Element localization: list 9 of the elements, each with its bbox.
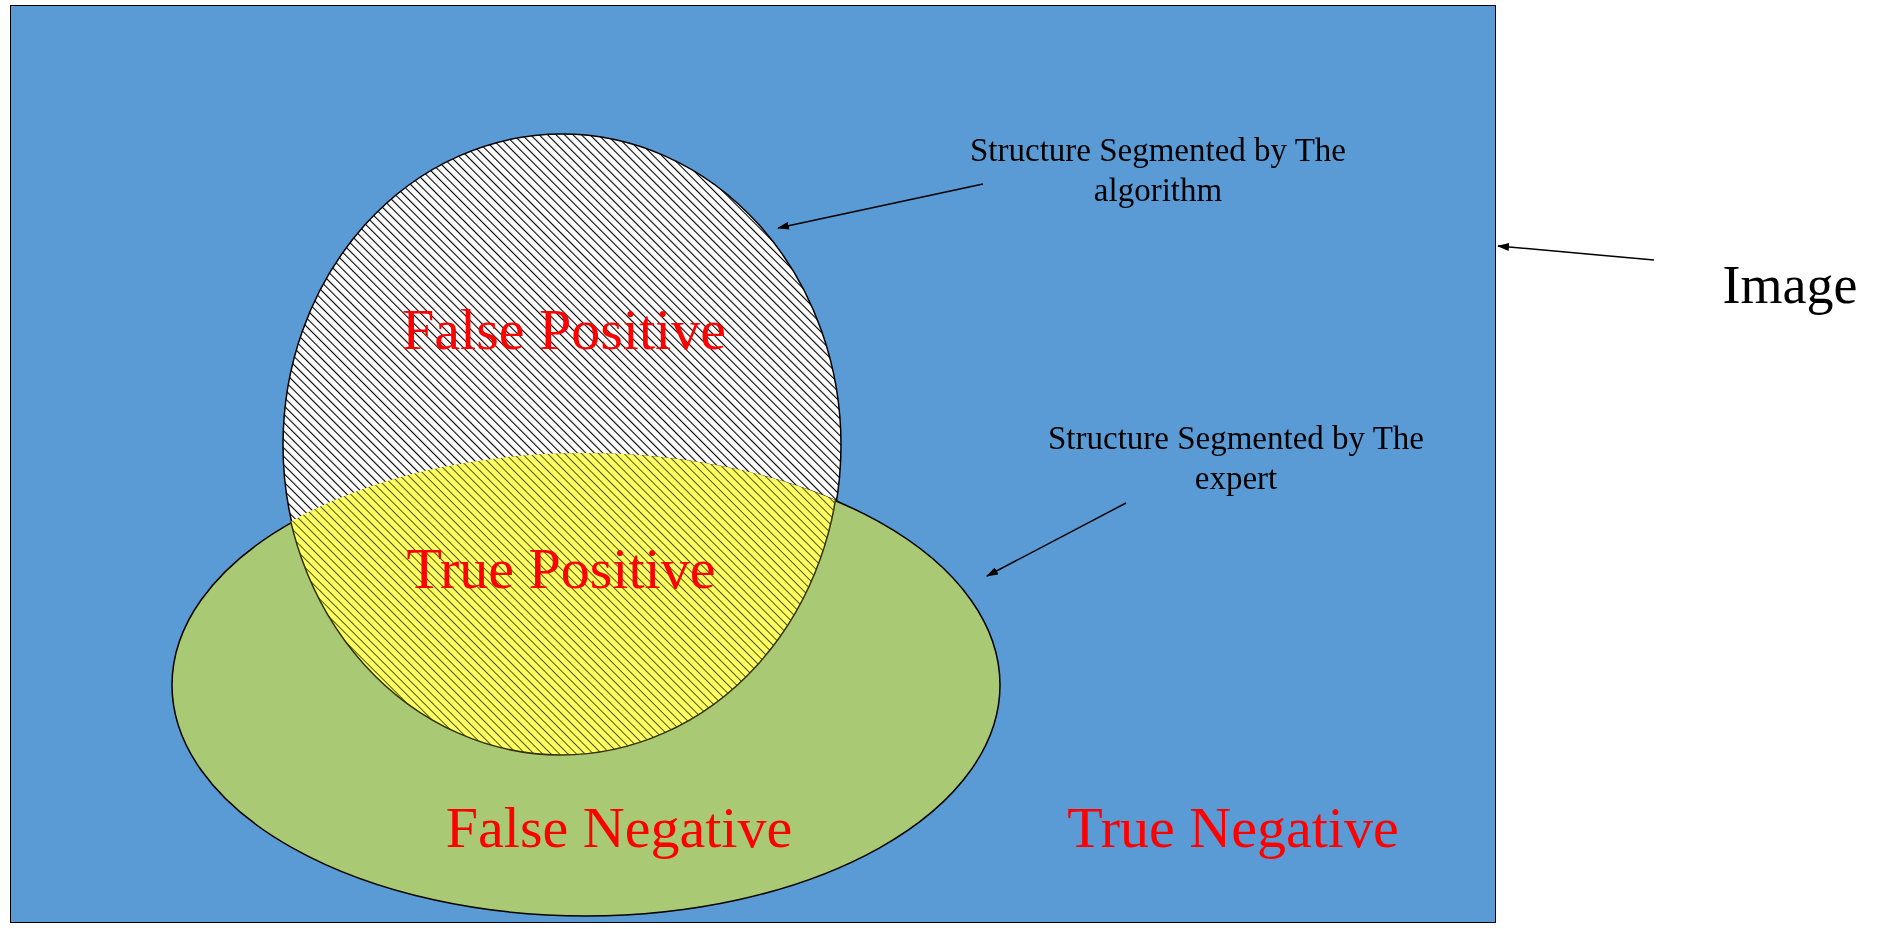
negative-label: True Negative [1067, 794, 1399, 863]
arrow [777, 183, 984, 230]
image-rectangle [10, 5, 1496, 923]
arrow [1497, 243, 1655, 261]
image-label: Image [1722, 253, 1858, 317]
annotation-text: Structure Segmented by The algorithm [968, 131, 1348, 210]
arrow [986, 502, 1127, 577]
annotation-text: Structure Segmented by The expert [1046, 419, 1426, 498]
negative-label: False Negative [445, 794, 793, 863]
